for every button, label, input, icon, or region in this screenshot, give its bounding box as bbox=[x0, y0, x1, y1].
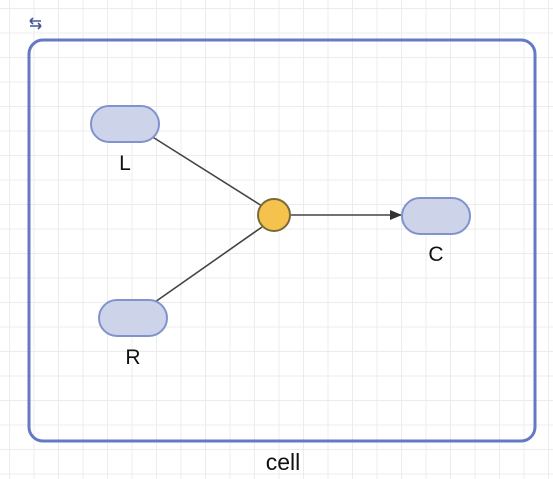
junction-node[interactable] bbox=[257, 198, 291, 232]
node-c[interactable] bbox=[401, 197, 471, 235]
node-l[interactable] bbox=[90, 105, 160, 143]
node-r[interactable] bbox=[98, 299, 168, 337]
container-label: cell bbox=[266, 449, 301, 475]
cell-container[interactable] bbox=[27, 38, 537, 443]
node-l-label: L bbox=[119, 152, 131, 175]
edge-r-to-junction[interactable] bbox=[154, 226, 263, 303]
repeat-arrows-icon[interactable] bbox=[29, 17, 42, 30]
node-r-label: R bbox=[125, 346, 140, 369]
edge-l-to-junction[interactable] bbox=[150, 135, 263, 207]
node-c-label: C bbox=[428, 243, 443, 266]
